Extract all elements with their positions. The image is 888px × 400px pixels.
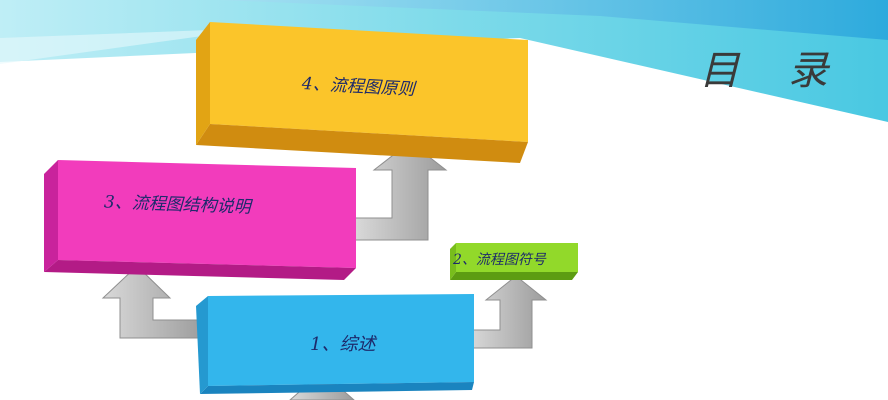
arrow-1-to-2	[469, 275, 548, 349]
arrow-1-to-3	[101, 265, 206, 339]
item-1-label: 1、综述	[310, 334, 376, 355]
item-2-block[interactable]	[450, 243, 578, 280]
item-4-block[interactable]	[196, 22, 528, 163]
item-1-block[interactable]	[196, 294, 474, 394]
item-2-label: 2、流程图符号	[453, 252, 546, 268]
item-3-label: 3、流程图结构说明	[103, 192, 252, 218]
page-title: 目 录	[699, 48, 846, 94]
item-3-block[interactable]	[44, 160, 356, 280]
